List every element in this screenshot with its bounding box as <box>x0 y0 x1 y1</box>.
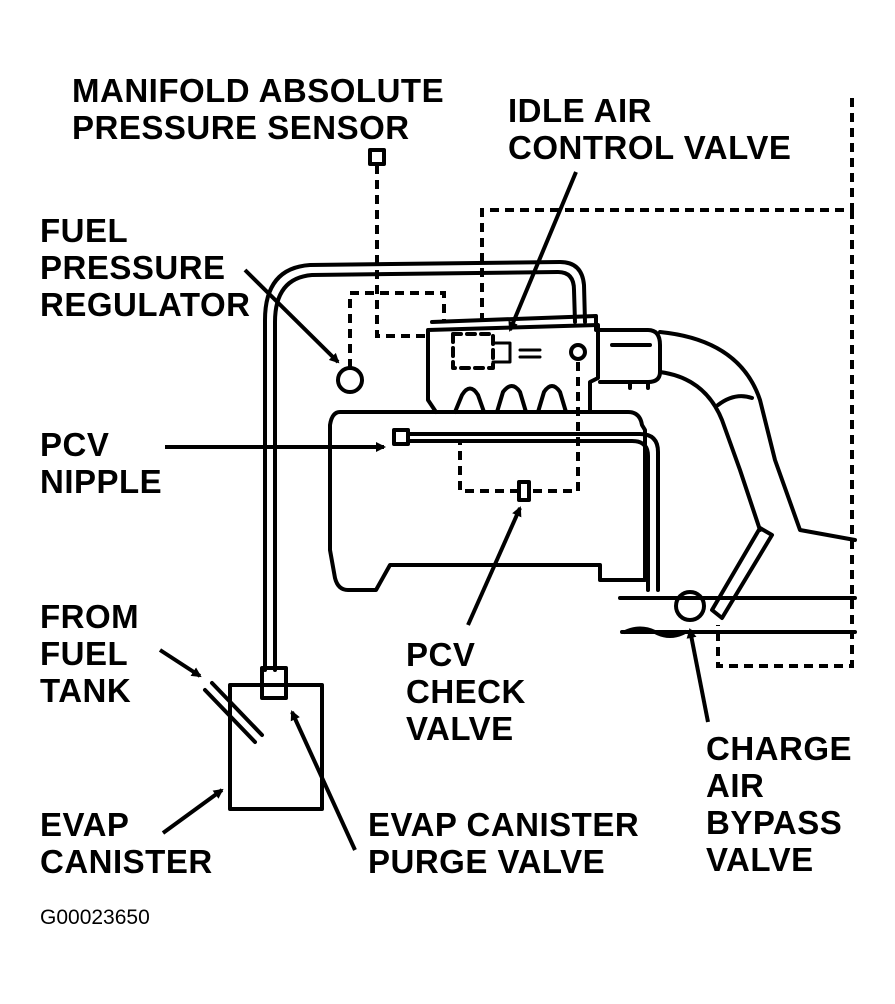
fuel-return-line <box>263 260 587 672</box>
evap-canister <box>228 683 324 811</box>
arrow-evap-purge <box>290 710 357 851</box>
bypass-vacuum-line <box>480 92 854 322</box>
intake-manifold <box>426 323 600 414</box>
lower-pipe <box>618 596 857 634</box>
charge-air-bypass-valve <box>674 590 706 622</box>
arrow-idle-air <box>508 171 578 332</box>
intake-duct <box>658 330 857 542</box>
arrow-fuel-regulator <box>243 268 340 364</box>
fuel-pressure-regulator <box>336 366 364 394</box>
duct-clamp <box>716 394 754 407</box>
evap-canister-purge-valve <box>260 666 288 700</box>
throttle-body <box>598 328 662 384</box>
bypass-vacuum-line-lower <box>716 210 854 668</box>
arrow-evap-canister <box>161 788 224 835</box>
plenum-top <box>430 314 598 332</box>
engine-block <box>328 410 647 592</box>
arrow-pcv-check <box>466 506 522 626</box>
map-sensor <box>368 148 386 166</box>
bypass-valve-actuator <box>710 526 774 620</box>
fuel-return-line-inner <box>273 270 577 672</box>
pcv-hose <box>406 432 660 592</box>
figure-code: G00023650 <box>40 906 150 929</box>
regulator-vacuum-line <box>348 291 446 368</box>
arrow-from-fuel-tank <box>158 648 202 678</box>
pipe-wave <box>623 626 687 638</box>
pcv-vacuum-line <box>458 362 580 493</box>
iac-valve-body <box>451 332 495 370</box>
arrow-charge-air <box>686 628 710 723</box>
iac-valve-pintle <box>491 341 542 364</box>
fuel-tank-line <box>203 681 264 744</box>
intake-runners <box>453 384 568 414</box>
iac-port <box>569 343 587 361</box>
pcv-nipple-fitting <box>392 428 410 446</box>
pcv-check-valve <box>517 480 531 502</box>
throttle-body-inner <box>610 343 652 390</box>
map-vacuum-line <box>375 165 428 338</box>
